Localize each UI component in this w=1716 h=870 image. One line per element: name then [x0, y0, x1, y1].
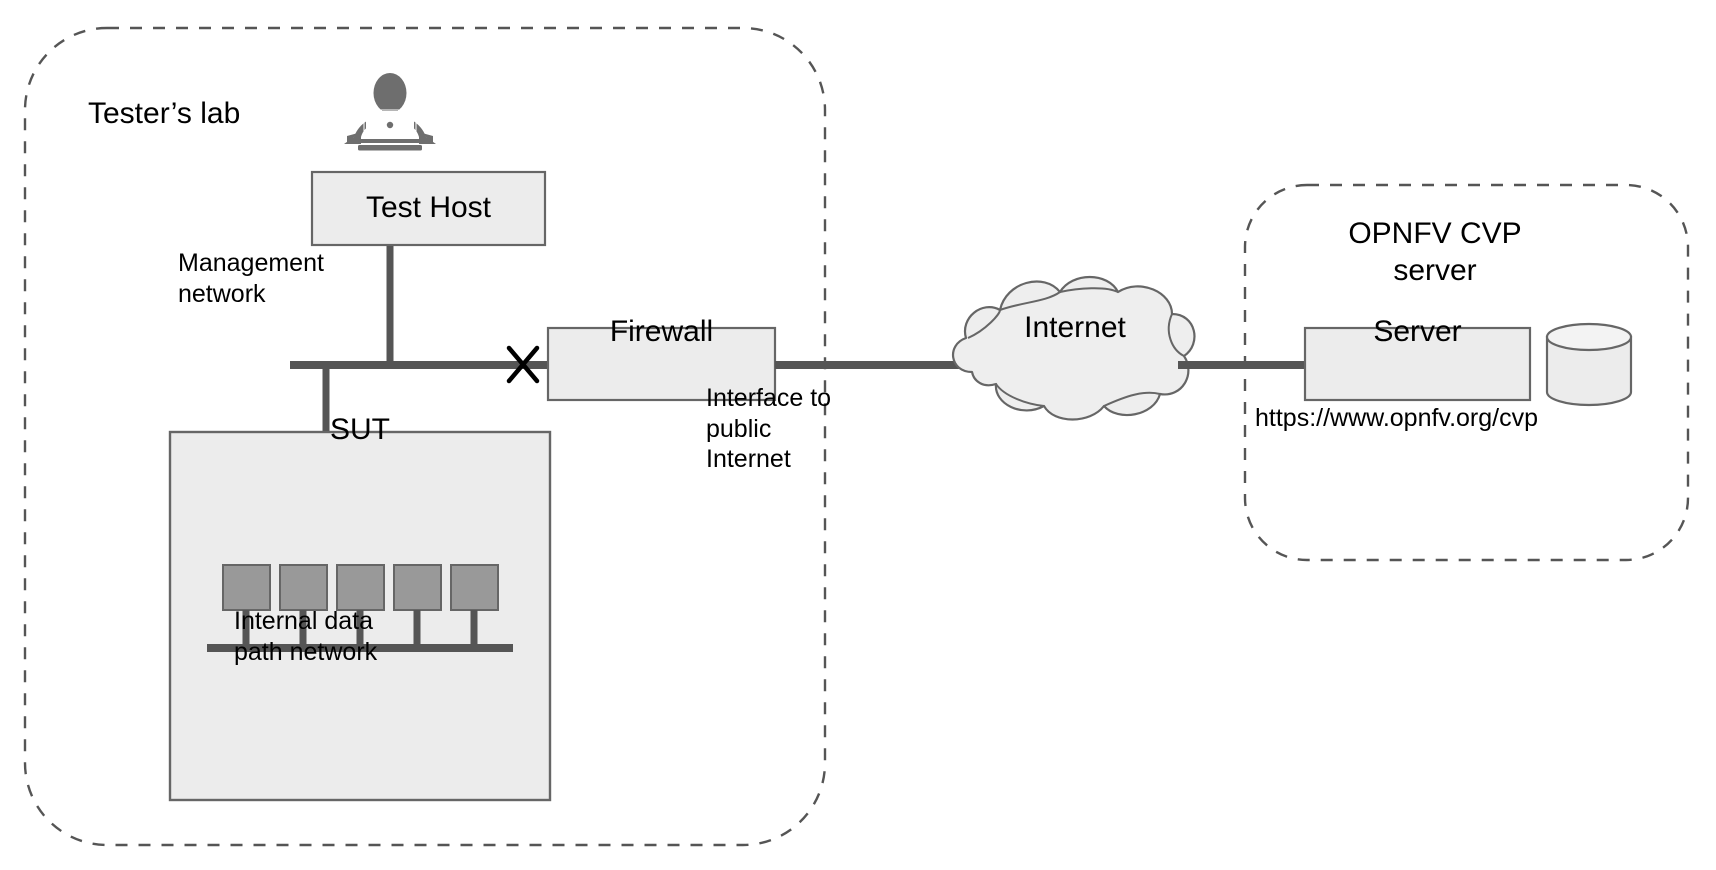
server-box[interactable] [1303, 326, 1532, 402]
interface-label-line2: public [706, 414, 772, 443]
cvp-server-title-line1: OPNFV CVP [1348, 217, 1522, 250]
testers-lab-title: Tester’s lab [88, 97, 241, 130]
internal-data-label-line1: Internal data [234, 607, 373, 635]
internet-label: Internet [1024, 311, 1126, 344]
firewall-label: Firewall [609, 315, 714, 348]
cvp-server-title-line2: server [1393, 253, 1477, 287]
sut-internal-node [450, 564, 499, 648]
interface-label-line1: Interface to [706, 384, 832, 412]
sut-label: SUT [330, 413, 390, 446]
sut-internal-node [222, 564, 271, 648]
sut-internal-node [279, 564, 328, 648]
person-with-laptop-icon [344, 73, 436, 151]
internal-data-label-line2: path network [234, 637, 378, 666]
interface-label-line3: Internet [706, 445, 791, 473]
blocked-connection-x-icon [506, 345, 540, 384]
sut-internal-node [393, 564, 442, 648]
database-cylinder-icon [1545, 322, 1633, 407]
server-label: Server [1373, 315, 1462, 348]
internet-cloud [951, 275, 1196, 421]
management-network-label-line2: network [178, 279, 266, 308]
test-host-label: Test Host [365, 191, 492, 224]
test-host-box[interactable] [310, 170, 547, 247]
firewall-box[interactable] [546, 326, 777, 402]
cvp-url-label[interactable]: https://www.opnfv.org/cvp [1255, 404, 1538, 432]
testers-lab-boundary [23, 26, 827, 847]
management-network-label-line1: Management [178, 249, 324, 277]
sut-internal-node [336, 564, 385, 648]
cvp-server-boundary [1243, 183, 1690, 562]
